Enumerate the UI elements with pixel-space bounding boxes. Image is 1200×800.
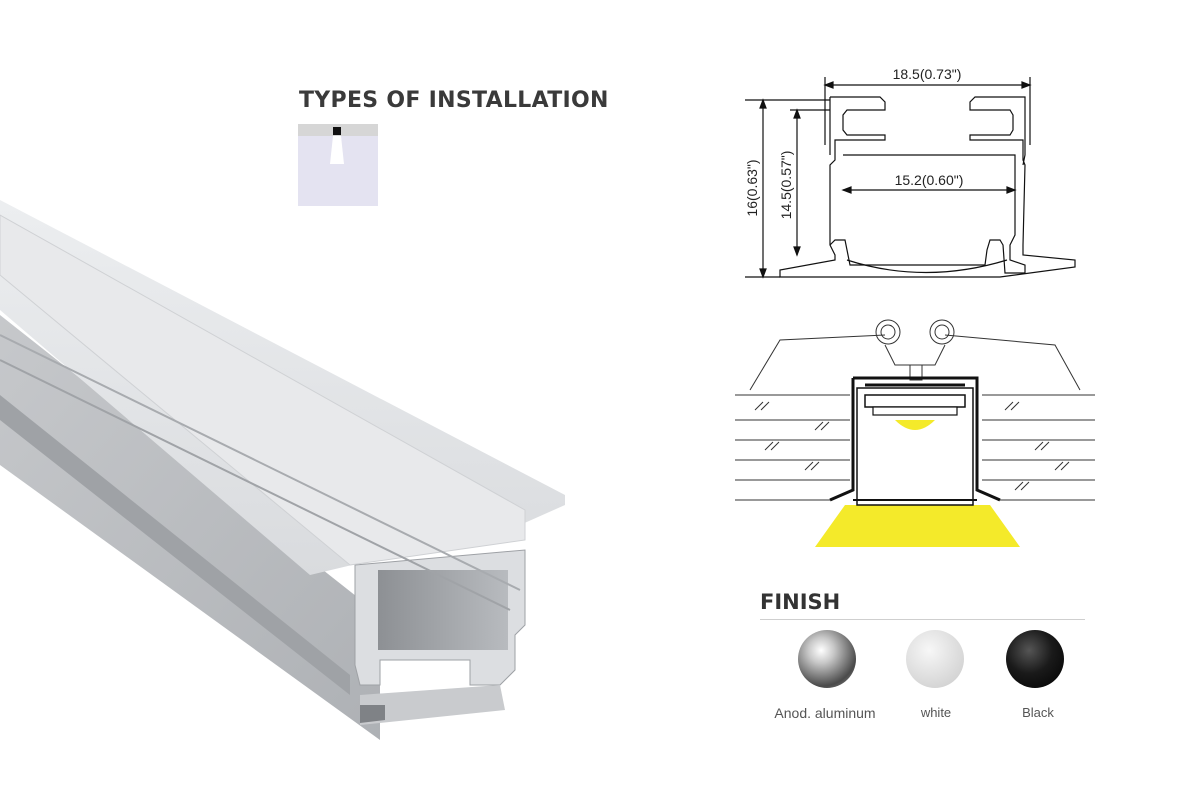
total-height-label: 16(0.63") xyxy=(744,159,760,216)
aluminum-profile-render xyxy=(0,200,565,740)
finish-divider xyxy=(760,619,1085,620)
recessed-installation-icon xyxy=(298,124,378,206)
finish-title: FINISH xyxy=(760,590,841,614)
swatch-white[interactable] xyxy=(906,630,964,688)
installation-title: TYPES OF INSTALLATION xyxy=(299,88,609,113)
installation-drawing xyxy=(735,319,1095,547)
inner-width-label: 15.2(0.60") xyxy=(895,172,964,188)
finish-label-anodized: Anod. aluminum xyxy=(774,705,876,721)
dimension-drawing: 18.5(0.73") 15.2(0.60") 16(0.63") 14.5(0… xyxy=(744,66,1076,279)
outer-width-label: 18.5(0.73") xyxy=(893,66,962,82)
finish-label-black: Black xyxy=(1022,705,1054,720)
body-height-label: 14.5(0.57") xyxy=(778,151,794,220)
swatch-anodized-aluminum[interactable] xyxy=(798,630,856,688)
led-glow xyxy=(895,420,935,430)
swatch-black[interactable] xyxy=(1006,630,1064,688)
light-beam xyxy=(815,505,1020,547)
finish-label-white: white xyxy=(920,705,952,720)
